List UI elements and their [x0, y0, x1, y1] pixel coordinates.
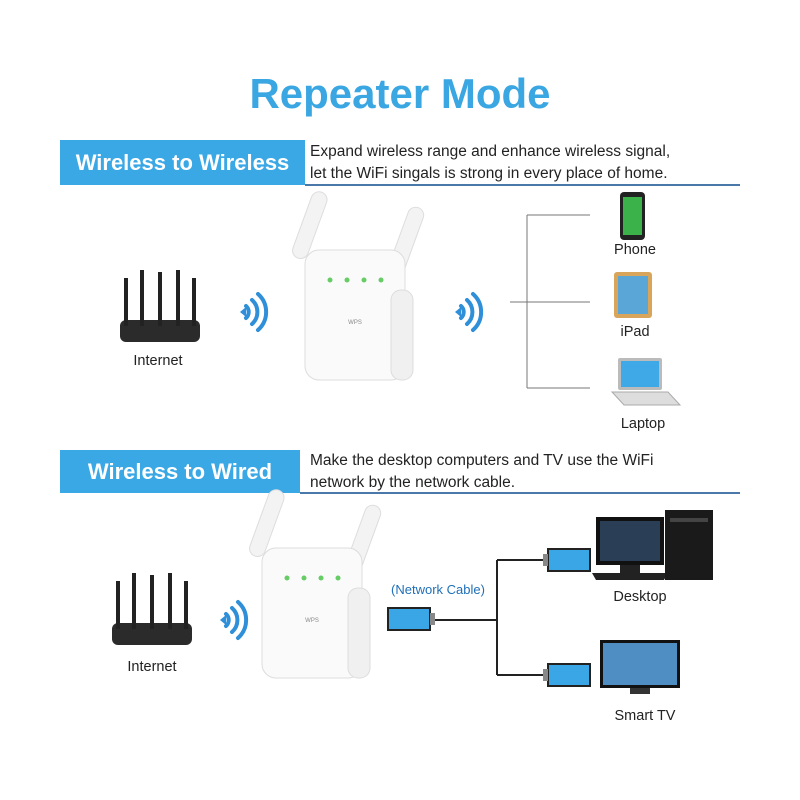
- branch-lines: [510, 214, 590, 389]
- ethernet-plug-icon: [542, 548, 591, 572]
- wps-button-label: WPS: [348, 320, 362, 326]
- ethernet-plug-icon: [542, 663, 591, 687]
- device-label: Internet: [133, 353, 183, 369]
- ethernet-plug-icon: [387, 607, 436, 631]
- repeater-device-icon: [246, 487, 384, 679]
- desktop-computer-icon: [592, 510, 713, 580]
- wifi-signal-icon: [218, 600, 249, 640]
- page-title: Repeater Mode: [249, 70, 551, 117]
- device-label: Smart TV: [614, 708, 676, 724]
- desc-line: let the WiFi singals is strong in every …: [310, 165, 668, 182]
- device-label: Internet: [127, 659, 177, 675]
- ipad-icon: [614, 272, 652, 318]
- router-icon: [112, 573, 192, 645]
- desc-line: Make the desktop computers and TV use th…: [310, 452, 654, 469]
- section-banner-wireless: Wireless to Wireless: [60, 140, 305, 185]
- section-description: Expand wireless range and enhance wirele…: [310, 141, 670, 185]
- wifi-signal-icon: [238, 292, 269, 332]
- desc-line: Expand wireless range and enhance wirele…: [310, 143, 671, 160]
- cable-label: (Network Cable): [391, 582, 485, 597]
- wps-button-label: WPS: [305, 618, 319, 624]
- desc-line: network by the network cable.: [310, 474, 516, 491]
- network-cable: [433, 559, 548, 676]
- repeater-device-icon: [289, 189, 427, 381]
- divider: [305, 184, 740, 186]
- section-banner-wired: Wireless to Wired: [60, 450, 300, 493]
- device-label: iPad: [620, 324, 650, 340]
- device-label: Laptop: [620, 416, 666, 432]
- laptop-icon: [610, 358, 682, 406]
- divider: [300, 492, 740, 494]
- device-label: Desktop: [613, 589, 667, 605]
- router-icon: [120, 270, 200, 342]
- device-label: Phone: [614, 242, 656, 258]
- wifi-signal-icon: [453, 292, 484, 332]
- section-description: Make the desktop computers and TV use th…: [310, 450, 653, 494]
- phone-icon: [620, 192, 645, 240]
- smart-tv-icon: [600, 640, 680, 694]
